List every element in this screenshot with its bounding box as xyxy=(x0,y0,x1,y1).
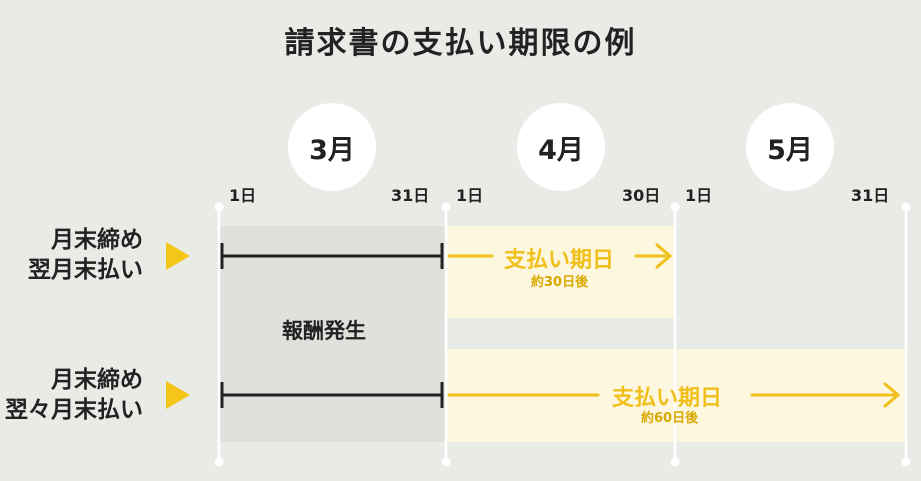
row-label-line1: 月末締め xyxy=(51,227,143,253)
payment-label-row1: 支払い期日 xyxy=(504,248,615,273)
day-mar-start: 1日 xyxy=(229,186,257,205)
day-apr-end: 30日 xyxy=(622,186,661,205)
month-march: 3月 xyxy=(288,103,376,191)
day-may-end: 31日 xyxy=(851,186,890,205)
row-label-1: 月末締め 翌月末払い xyxy=(28,225,143,285)
day-apr-start: 1日 xyxy=(456,186,484,205)
payment-sub-row2: 約60日後 xyxy=(641,411,699,426)
accrual-band xyxy=(219,226,446,442)
month-may: 5月 xyxy=(746,103,834,191)
row-label-line1: 月末締め xyxy=(51,367,143,393)
payment-arrow-row2 xyxy=(447,382,900,408)
row-label-2: 月末締め 翌々月末払い xyxy=(5,365,143,425)
month-label: 5月 xyxy=(767,134,813,166)
day-mar-end: 31日 xyxy=(391,186,430,205)
row-label-line2: 翌々月末払い xyxy=(5,397,143,423)
accrual-span-row2 xyxy=(220,382,444,408)
play-triangle-icon xyxy=(166,242,190,270)
payment-sub-row1: 約30日後 xyxy=(531,275,589,290)
play-triangle-icon xyxy=(166,381,190,409)
boundary-dots xyxy=(214,202,911,467)
payment-label-row2: 支払い期日 xyxy=(612,386,723,411)
month-label: 3月 xyxy=(309,134,355,166)
accrual-label: 報酬発生 xyxy=(282,319,366,343)
payment-arrow-row1 xyxy=(447,243,672,269)
row-label-line2: 翌月末払い xyxy=(28,257,143,283)
day-may-start: 1日 xyxy=(685,186,713,205)
month-boundary-lines xyxy=(217,207,908,462)
month-label: 4月 xyxy=(538,134,584,166)
month-april: 4月 xyxy=(517,103,605,191)
accrual-span-row1 xyxy=(220,243,444,269)
page-title: 請求書の支払い期限の例 xyxy=(284,26,637,61)
payment-band-row1 xyxy=(446,226,675,318)
